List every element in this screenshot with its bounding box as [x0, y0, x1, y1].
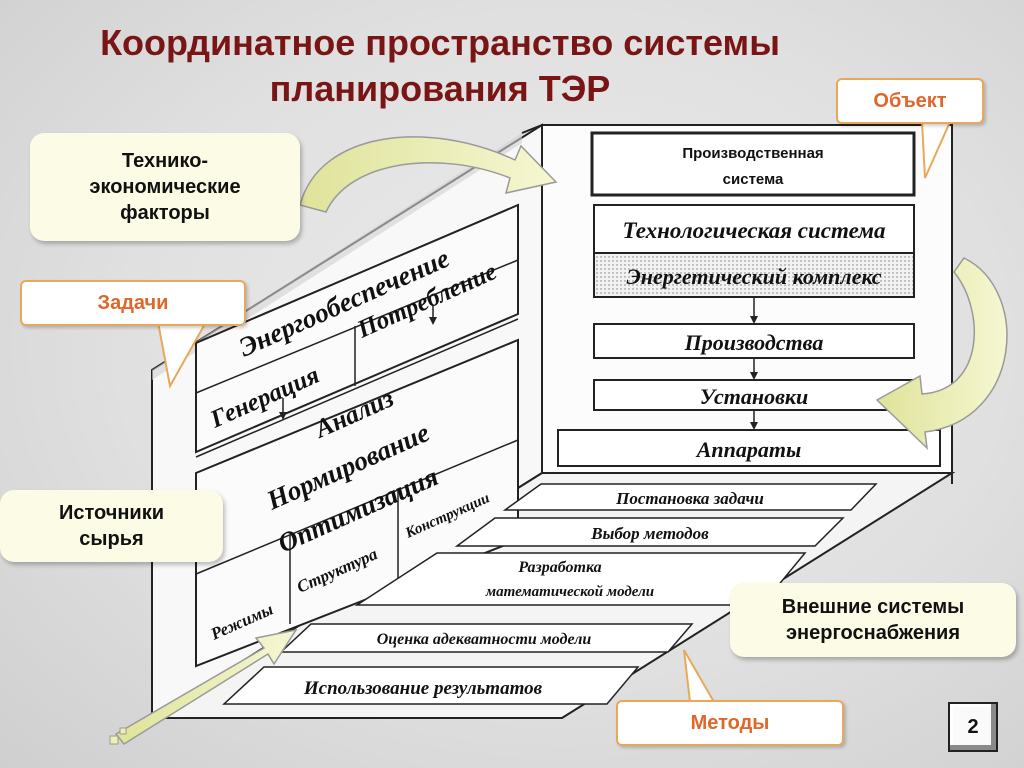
method-problem-statement-label: Постановка задачи [615, 489, 764, 508]
method-choice-box [454, 517, 845, 547]
raw-sources-line-2: сырья [79, 528, 144, 550]
productions-label: Производства [684, 330, 824, 355]
model-adequacy-box [279, 623, 694, 653]
tasks-block-energy [195, 203, 519, 458]
results-use-box [222, 666, 640, 705]
straight-arrow-raw [114, 628, 298, 745]
installations-label: Установки [700, 384, 809, 409]
raw-sources-callout: Источники сырья [0, 490, 223, 562]
tech-econ-line-2: экономические [89, 176, 241, 198]
model-development-label-2: математической модели [485, 584, 654, 600]
curved-arrow-external [875, 257, 1008, 451]
apparatus-box [557, 429, 941, 467]
methods-tag: Методы [616, 700, 844, 746]
results-use-label: Использование результатов [303, 678, 543, 699]
object-tag: Объект [836, 78, 984, 124]
methods-tag-pointer [683, 649, 716, 703]
tech-system-label: Технологическая система [623, 218, 886, 243]
page-number: 2 [948, 702, 998, 752]
slide-title-line-1: Координатное пространство системы [100, 22, 780, 63]
energy-complex-label: Энергетический комплекс [626, 264, 881, 289]
method-problem-statement-box [502, 483, 878, 511]
production-system-label-2: система [723, 171, 784, 188]
tech-econ-factors-callout: Технико- экономические факторы [30, 133, 300, 241]
tech-econ-line-1: Технико- [121, 150, 209, 172]
curved-arrow-tech-factors [299, 136, 558, 213]
raw-sources-line-1: Источники [58, 502, 165, 524]
external-systems-line-2: энергоснабжения [786, 622, 960, 644]
method-choice-label: Выбор методов [590, 524, 709, 543]
production-system-box [590, 131, 916, 197]
external-systems-callout: Внешние системы энергоснабжения [730, 583, 1016, 657]
tech-system-box [593, 204, 915, 254]
model-adequacy-label: Оценка адекватности модели [377, 631, 592, 648]
apparatus-label: Аппараты [695, 437, 802, 462]
production-system-label-1: Производственная [682, 145, 823, 162]
external-systems-line-1: Внешние системы [781, 596, 965, 618]
productions-box [593, 323, 915, 359]
model-development-label-1: Разработка [517, 559, 601, 576]
tasks-tag: Задачи [20, 280, 246, 326]
slide-title-line-2: планирования ТЭР [269, 68, 611, 109]
tech-econ-line-3: факторы [120, 202, 210, 224]
